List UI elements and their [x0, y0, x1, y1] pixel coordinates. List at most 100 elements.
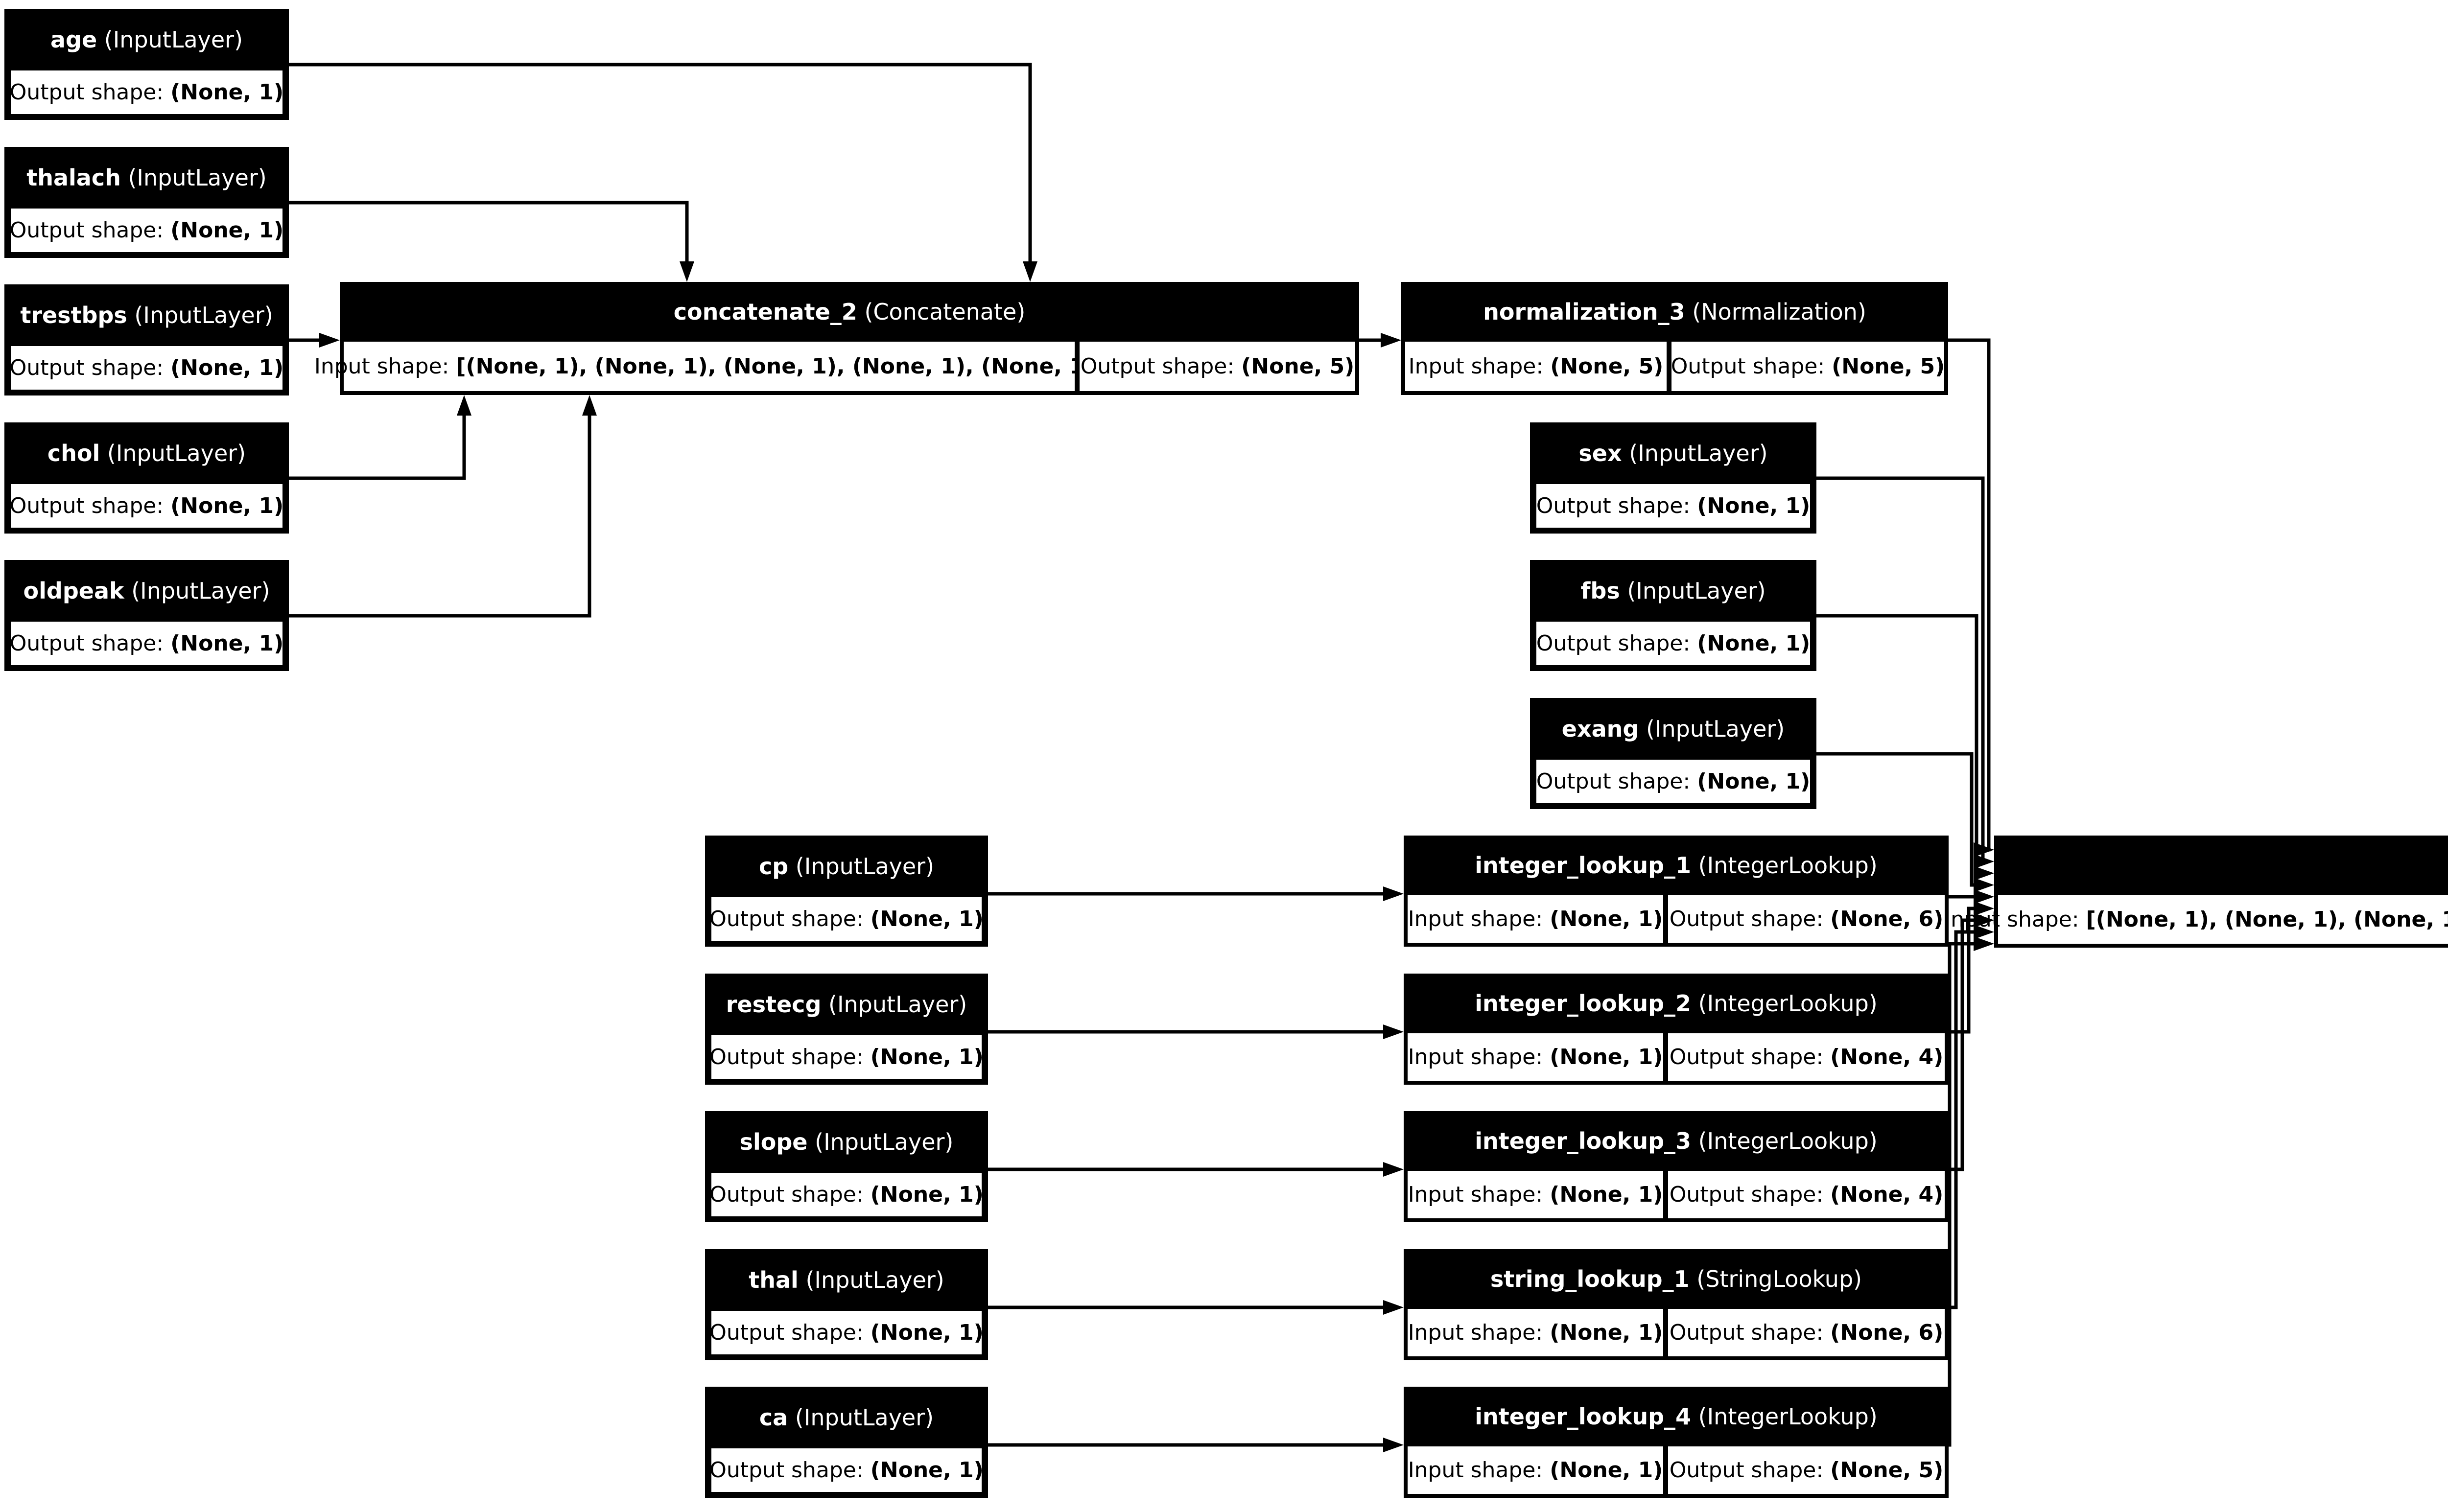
layer-name: restecg — [726, 991, 822, 1018]
edge-oldpeak-to-concatenate_2 — [289, 416, 591, 618]
header-space — [127, 302, 135, 328]
input-shape-cell: Input shape: [(None, 1), (None, 1), (Non… — [314, 342, 1104, 391]
arrowhead-icon — [582, 395, 597, 416]
arrowhead-icon — [1974, 842, 1994, 857]
output-shape-cell: Output shape: (None, 1) — [9, 70, 283, 114]
output-shape-cell: Output shape: (None, 1) — [709, 897, 984, 941]
input-shape-label: Input shape: — [1944, 907, 2086, 932]
edge-fbs-to-concatenate_3 — [1816, 614, 1978, 875]
layer-type: (InputLayer) — [134, 302, 273, 328]
header-space — [1690, 1266, 1697, 1292]
layer-type: (InputLayer) — [815, 1129, 954, 1155]
layer-type: (IntegerLookup) — [1698, 852, 1878, 879]
arrowhead-icon — [1383, 886, 1404, 901]
output-shape-label: Output shape: — [1669, 1458, 1831, 1483]
layer-name: thal — [749, 1267, 799, 1293]
output-shape-label: Output shape: — [1536, 631, 1697, 656]
input-shape-value: (None, 1) — [1550, 1045, 1663, 1070]
node-age: age (InputLayer)Output shape: (None, 1) — [4, 9, 289, 120]
layer-type: (IntegerLookup) — [1698, 1403, 1878, 1430]
input-shape-label: Input shape: — [1408, 1320, 1550, 1345]
input-shape-label: Input shape: — [1408, 354, 1551, 379]
node-exang: exang (InputLayer)Output shape: (None, 1… — [1530, 698, 1816, 809]
node-fbs: fbs (InputLayer)Output shape: (None, 1) — [1530, 560, 1816, 671]
layer-header: integer_lookup_1 (IntegerLookup) — [1404, 836, 1949, 895]
input-shape-label: Input shape: — [314, 354, 456, 379]
header-space — [857, 299, 865, 325]
edge-sex-to-concatenate_3 — [1816, 476, 1985, 863]
input-shape-value: [(None, 1), (None, 1), (None, 1), (None,… — [456, 354, 1105, 379]
node-string_lookup_1: string_lookup_1 (StringLookup)Input shap… — [1404, 1249, 1949, 1360]
arrowhead-icon — [1383, 1300, 1404, 1315]
output-shape-label: Output shape: — [709, 1045, 871, 1070]
input-shape-value: [(None, 1), (None, 1), (None, 1), (None,… — [2086, 907, 2448, 932]
layer-header: chol (InputLayer) — [4, 422, 289, 484]
output-shape-label: Output shape: — [709, 1182, 871, 1207]
header-space — [1622, 440, 1629, 466]
header-space — [1691, 1403, 1698, 1430]
node-trestbps: trestbps (InputLayer)Output shape: (None… — [4, 284, 289, 395]
input-shape-cell: Input shape: (None, 1) — [1408, 1309, 1663, 1356]
node-sex: sex (InputLayer)Output shape: (None, 1) — [1530, 422, 1816, 534]
arrowhead-icon — [1383, 1024, 1404, 1039]
layer-name: integer_lookup_2 — [1475, 990, 1692, 1017]
output-shape-label: Output shape: — [709, 907, 871, 931]
output-shape-value: (None, 6) — [1830, 1320, 1944, 1345]
edge-age-to-concatenate_2 — [289, 63, 1032, 261]
output-shape-value: (None, 4) — [1830, 1182, 1944, 1207]
layer-name: oldpeak — [23, 578, 124, 604]
layer-type: (Concatenate) — [864, 299, 1026, 325]
layer-header: thal (InputLayer) — [705, 1249, 988, 1311]
output-shape-label: Output shape: — [1669, 1182, 1831, 1207]
layer-header: age (InputLayer) — [4, 9, 289, 70]
output-shape-value: (None, 1) — [1697, 493, 1811, 518]
layer-header: trestbps (InputLayer) — [4, 284, 289, 346]
output-shape-cell: Output shape: (None, 1) — [709, 1311, 984, 1354]
arrowhead-icon — [1383, 1438, 1404, 1452]
header-space — [1691, 1128, 1698, 1154]
output-shape-value: (None, 6) — [1830, 907, 1944, 931]
edge-string_lookup_1-to-concatenate_3 — [1949, 930, 1974, 1309]
layer-header: concatenate_2 (Concatenate) — [340, 282, 1359, 342]
output-shape-cell: Output shape: (None, 1) — [709, 1035, 984, 1079]
header-space — [1639, 716, 1646, 742]
header-space — [1691, 990, 1698, 1017]
output-shape-label: Output shape: — [709, 1458, 871, 1483]
layer-name: slope — [739, 1129, 808, 1155]
output-shape-value: (None, 4) — [1830, 1045, 1944, 1070]
header-space — [121, 164, 128, 191]
layer-header: cp (InputLayer) — [705, 836, 988, 897]
arrowhead-icon — [1381, 333, 1401, 348]
layer-header: string_lookup_1 (StringLookup) — [1404, 1249, 1949, 1309]
output-shape-cell: Output shape: (None, 1) — [10, 346, 283, 390]
output-shape-cell: Output shape: (None, 6) — [1668, 895, 1945, 943]
output-shape-cell: Output shape: (None, 1) — [1536, 622, 1810, 665]
output-shape-cell: Output shape: (None, 1) — [10, 209, 283, 252]
layer-header: integer_lookup_4 (IntegerLookup) — [1404, 1387, 1949, 1446]
layer-type: (InputLayer) — [795, 853, 935, 880]
layer-header: fbs (InputLayer) — [1530, 560, 1816, 622]
output-shape-value: (None, 1) — [870, 1182, 984, 1207]
output-shape-label: Output shape: — [1671, 354, 1832, 379]
layer-name: chol — [47, 440, 100, 466]
layer-header: concatenate_3 (Concatenate) — [1994, 836, 2448, 895]
layer-type: (StringLookup) — [1696, 1266, 1862, 1292]
output-shape-cell: Output shape: (None, 1) — [709, 1173, 984, 1216]
arrowhead-icon — [1974, 936, 1994, 951]
header-space — [100, 440, 107, 466]
layer-type: (IntegerLookup) — [1698, 990, 1878, 1017]
layer-name: ca — [759, 1404, 788, 1431]
layer-header: normalization_3 (Normalization) — [1401, 282, 1948, 342]
header-space — [124, 578, 132, 604]
layer-header: restecg (InputLayer) — [705, 974, 988, 1035]
output-shape-value: (None, 5) — [1832, 354, 1945, 379]
output-shape-label: Output shape: — [709, 1320, 871, 1345]
layer-name: fbs — [1580, 578, 1620, 604]
edge-thalach-to-concatenate_2 — [289, 201, 689, 261]
output-shape-value: (None, 1) — [1697, 769, 1811, 794]
header-space — [788, 1404, 795, 1431]
output-shape-label: Output shape: — [1536, 769, 1697, 794]
input-shape-cell: Input shape: (None, 1) — [1408, 1171, 1663, 1218]
output-shape-label: Output shape: — [9, 80, 171, 105]
arrowhead-icon — [1974, 878, 1994, 892]
